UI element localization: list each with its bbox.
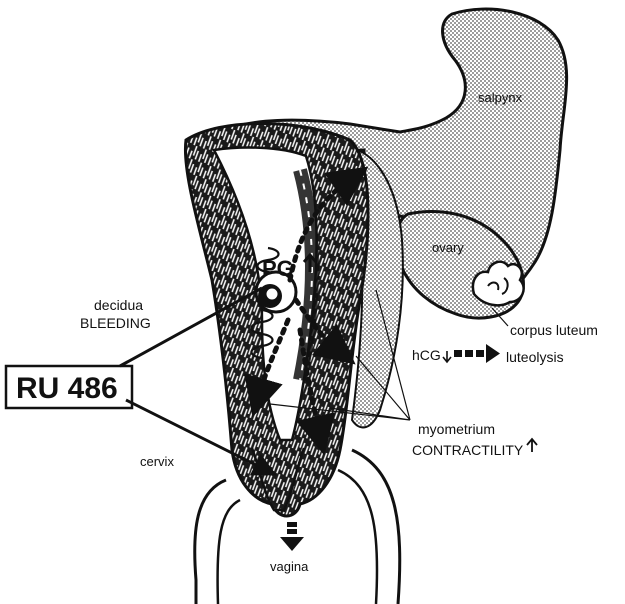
label-corpus-luteum: corpus luteum: [510, 322, 598, 338]
label-decidua: decidua: [94, 297, 143, 313]
label-ru486: RU 486: [16, 372, 118, 405]
vagina-flow-arrow: [280, 522, 304, 551]
label-contractility: CONTRACTILITY: [412, 442, 524, 458]
label-salpynx: salpynx: [478, 90, 523, 105]
label-luteolysis: luteolysis: [506, 349, 564, 365]
label-vagina: vagina: [270, 559, 309, 574]
hcg-down-arrow-icon: [443, 351, 451, 362]
label-hcg: hCG: [412, 347, 441, 363]
label-bleeding: BLEEDING: [80, 315, 151, 331]
label-myometrium: myometrium: [418, 421, 495, 437]
contractility-up-arrow-icon: [527, 439, 537, 452]
label-ovary: ovary: [432, 240, 464, 255]
label-cervix: cervix: [140, 454, 174, 469]
label-pg: PG: [262, 256, 294, 281]
luteolysis-arrow: [454, 344, 500, 363]
